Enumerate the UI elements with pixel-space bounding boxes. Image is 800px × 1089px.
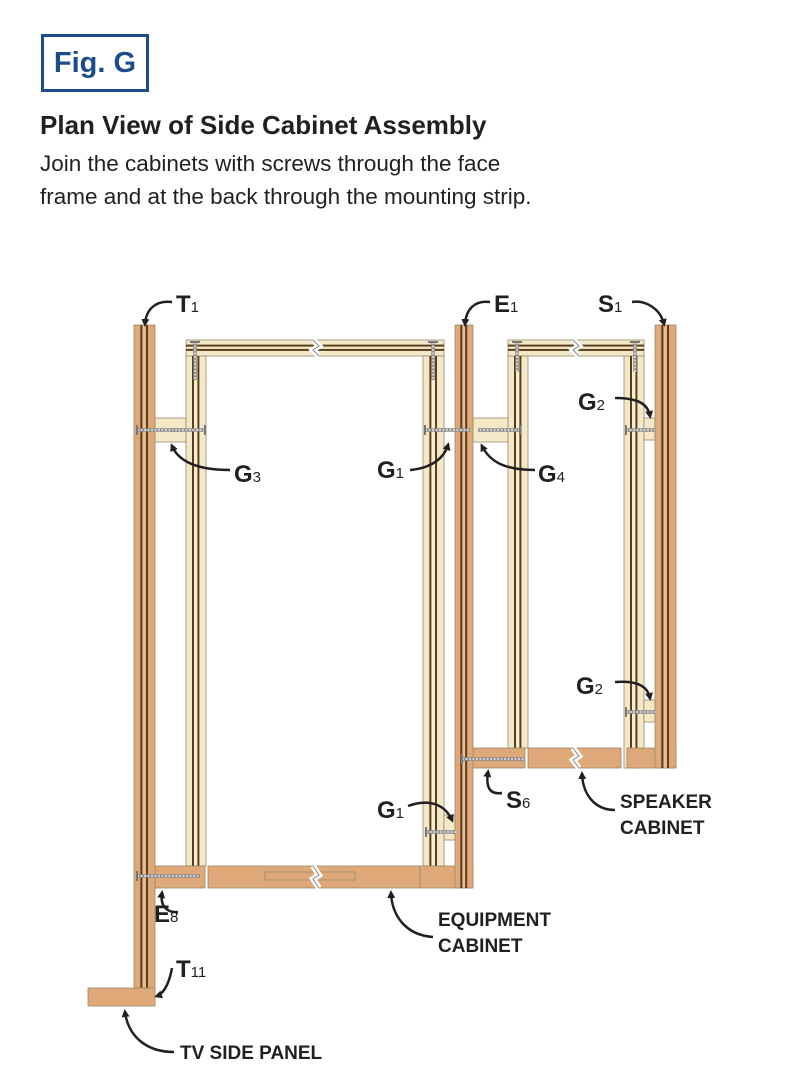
arrow-e8 [157, 890, 179, 914]
screw-g3-right [172, 425, 206, 435]
arrow-e1 [461, 300, 491, 327]
screw-e8 [136, 871, 200, 881]
arrow-g4 [480, 443, 536, 472]
arrow-g1-top [409, 442, 451, 472]
arrow-g3 [170, 443, 231, 472]
screws [136, 341, 655, 881]
tv-side-panel-t11 [87, 987, 156, 1007]
callout-tv-side-panel: TV SIDE PANEL [180, 1043, 323, 1064]
callout-equipment-line1: EQUIPMENT [438, 910, 551, 931]
callout-speaker-line1: SPEAKER [620, 792, 712, 813]
break-line [572, 339, 580, 357]
speaker-cabinet-right-side [623, 355, 645, 769]
callout-speaker-line2: CABINET [620, 818, 705, 839]
label-g2-top: G2 [578, 389, 605, 416]
screw-g1-bottom [425, 827, 456, 837]
screw-back-left [190, 341, 200, 380]
break-line [312, 339, 320, 357]
screw-g3-left [136, 425, 178, 435]
tv-side-panel-t1 [133, 324, 156, 989]
arrow-speaker-cabinet [578, 771, 616, 812]
door-lip [264, 871, 356, 881]
screw-g4 [478, 425, 521, 435]
screw-s6 [461, 754, 524, 764]
screw-g1 [424, 425, 470, 435]
screw-g2-top [625, 425, 655, 435]
label-e8: E8 [154, 901, 178, 928]
label-g4: G4 [538, 461, 565, 488]
callout-equipment-line2: CABINET [438, 936, 523, 957]
speaker-side-s1 [654, 324, 677, 769]
equipment-cabinet-right-side [422, 355, 445, 867]
screw-g2-bottom [625, 707, 655, 717]
figure-description: Join the cabinets with screws through th… [40, 151, 532, 209]
label-s6: S6 [506, 787, 530, 814]
break-line [312, 865, 320, 889]
leader-arrows [121, 300, 667, 1054]
label-g2-bottom: G2 [576, 673, 603, 700]
arrow-t11 [154, 967, 174, 999]
label-g1-top: G1 [377, 457, 404, 484]
arrow-g2-top [614, 396, 654, 419]
arrow-s1 [631, 300, 667, 327]
figure-tag: Fig. G [41, 34, 149, 92]
cabinet-parts [87, 324, 677, 1007]
screw-back-right [428, 341, 438, 380]
label-g3: G3 [234, 461, 261, 488]
arrow-tv-side-panel [121, 1009, 175, 1054]
arrow-t1 [141, 300, 173, 327]
equipment-cabinet-left-side [185, 355, 207, 867]
label-t1: T1 [176, 291, 199, 318]
filler-g1 [443, 814, 456, 841]
figure-tag-text: Fig. G [53, 46, 137, 79]
arrow-s6 [483, 769, 503, 795]
equipment-side-e1 [454, 324, 474, 889]
figure-title: Plan View of Side Cabinet Assembly [40, 110, 487, 140]
arrow-g1-bottom [407, 801, 454, 823]
label-s1: S1 [598, 291, 622, 318]
screw-speaker-back [512, 341, 522, 372]
label-e1: E1 [494, 291, 518, 318]
arrow-g2-bottom [614, 680, 653, 701]
screw-speaker-back-right [630, 341, 640, 372]
speaker-cabinet-left-side [507, 355, 529, 749]
arrow-equipment-cabinet [387, 890, 434, 939]
break-line [572, 747, 580, 769]
label-g1-bottom: G1 [377, 797, 404, 824]
label-t11: T11 [176, 956, 206, 983]
part-labels: T1 E1 S1 G2 G3 G1 G4 G2 S6 G1 E8 T11 [154, 291, 622, 983]
